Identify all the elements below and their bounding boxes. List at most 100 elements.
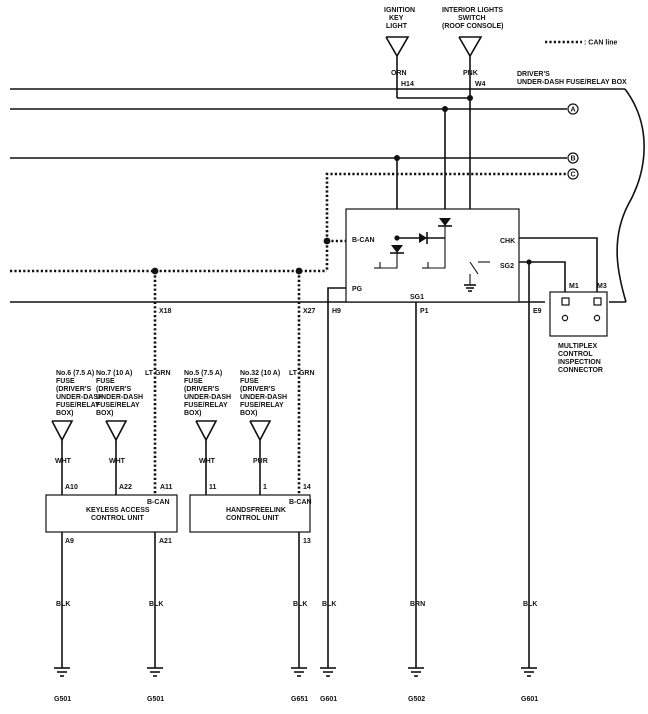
can-module-junction <box>323 237 331 245</box>
fuse-no5: No.5 (7.5 A) FUSE (DRIVER'S UNDER-DASH F… <box>184 370 231 495</box>
fuse-no32-pin: 1 <box>263 484 267 491</box>
interior-label-line3: (ROOF CONSOLE) <box>442 23 503 30</box>
x27-pin-label: X27 <box>303 308 316 315</box>
ground-label: G651 <box>291 696 308 703</box>
fuse-no5-pin: 11 <box>209 484 217 491</box>
mpx-terminal-m1 <box>561 314 569 322</box>
connector-a <box>567 103 579 115</box>
fuse-no7-line4: UNDER-DASH <box>96 394 143 401</box>
inspection-connector-wiring: M1 M3 MULTIPLEX CONTROL INSPECTION CONNE… <box>519 237 608 374</box>
fuse-no7-wire-color: WHT <box>109 458 126 465</box>
ignition-label-line1: IGNITION <box>384 7 415 14</box>
fuse-no7-line2: FUSE <box>96 378 115 385</box>
ground-label: G601 <box>521 696 538 703</box>
interior-switch-blade <box>469 261 479 275</box>
fuse-no6-line3: (DRIVER'S <box>56 386 91 393</box>
ground-wire-color: BLK <box>322 601 336 608</box>
fuse-box-right-edge <box>616 88 645 303</box>
fuse-no6: No.6 (7.5 A) FUSE (DRIVER'S UNDER-DASH F… <box>51 370 103 495</box>
keyless-ground-pin1: A9 <box>65 538 74 545</box>
can-keyless-wire-color: LT GRN <box>145 370 171 377</box>
fuse-no7-pin: A22 <box>119 484 132 491</box>
chk-wire <box>519 237 598 316</box>
pg-ground-wire <box>327 287 346 668</box>
fuse-no32-line3: (DRIVER'S <box>240 386 275 393</box>
mpx-label-line2: CONTROL <box>558 351 593 358</box>
ground-g501-b: BLK G501 <box>147 532 164 703</box>
fuse-no7: No.7 (10 A) FUSE (DRIVER'S UNDER-DASH FU… <box>96 370 143 495</box>
fuse-no6-line5: FUSE/RELAY <box>56 402 100 409</box>
fuse-no5-wire-color: WHT <box>199 458 216 465</box>
ground-wire-color: BRN <box>410 601 425 608</box>
connector-b-label: B <box>571 156 576 163</box>
diode-tie-icon <box>419 233 427 243</box>
fuse-no7-line6: BOX) <box>96 410 114 417</box>
fuse-no5-line4: UNDER-DASH <box>184 394 231 401</box>
can-trunk: X18 X27 LT GRN LT GRN <box>10 237 346 495</box>
chk-pin-label: CHK <box>500 238 515 245</box>
h9-pin-label: H9 <box>332 308 341 315</box>
handsfree-ground-pin: 13 <box>303 538 311 545</box>
fuse-no32-antenna-icon <box>249 420 272 442</box>
connector-c <box>567 168 579 180</box>
handsfree-can-pin: 14 <box>303 484 311 491</box>
fuse-no7-line5: FUSE/RELAY <box>96 402 140 409</box>
e9-pin-label: E9 <box>533 308 542 315</box>
ground-label: G601 <box>320 696 337 703</box>
fuse-no7-line1: No.7 (10 A) <box>96 370 132 377</box>
ignition-pin: H14 <box>401 81 414 88</box>
mpx-pin-m1 <box>561 297 570 306</box>
module-ground-leads: H9 P1 E9 <box>327 262 542 668</box>
diode-a-icon <box>439 218 451 226</box>
keyless-unit-subtitle: CONTROL UNIT <box>91 515 144 522</box>
sg1-pin-label: SG1 <box>410 294 424 301</box>
pg-pin-label: PG <box>352 286 363 293</box>
fuse-no7-line3: (DRIVER'S <box>96 386 131 393</box>
fuse-no7-antenna-icon <box>105 420 128 442</box>
ground-g502: BRN G502 <box>408 601 425 703</box>
fuse-no6-antenna-icon <box>51 420 74 442</box>
ground-g651: BLK G651 <box>291 532 308 703</box>
interior-label-line2: SWITCH <box>458 15 486 22</box>
ground-g501-a: BLK G501 <box>54 532 71 703</box>
fuse-no32-line1: No.32 (10 A) <box>240 370 280 377</box>
fuse-no6-pin: A10 <box>65 484 78 491</box>
ground-wire-color: BLK <box>149 601 163 608</box>
ignition-label-line2: KEY <box>389 15 404 22</box>
bus-b-junction <box>394 155 400 161</box>
fuse-no32-wire-color: PUR <box>253 458 268 465</box>
can-line-c <box>325 172 567 241</box>
ignition-label-line3: LIGHT <box>386 23 408 30</box>
interior-label-line1: INTERIOR LIGHTS <box>442 7 503 14</box>
fuse-box-label-line1: DRIVER'S <box>517 71 550 78</box>
fuse-no32: No.32 (10 A) FUSE (DRIVER'S UNDER-DASH F… <box>240 370 287 495</box>
mpx-pin-m3 <box>593 297 602 306</box>
keyless-unit-box <box>45 494 178 533</box>
fuse-no6-line4: UNDER-DASH <box>56 394 103 401</box>
mpx-m3-label: M3 <box>597 283 607 290</box>
fuse-no5-line5: FUSE/RELAY <box>184 402 228 409</box>
mpx-label-line1: MULTIPLEX <box>558 343 597 350</box>
interior-wire-color: PNK <box>463 70 478 77</box>
ground-g601-a: BLK G601 <box>320 601 337 703</box>
internal-bus-lines: A B C <box>10 103 579 241</box>
fuse-box-label-line2: UNDER-DASH FUSE/RELAY BOX <box>517 79 627 86</box>
fuse-no32-line2: FUSE <box>240 378 259 385</box>
fuse-no5-line6: BOX) <box>184 410 202 417</box>
fuse-no6-line2: FUSE <box>56 378 75 385</box>
interior-lights-switch-source: INTERIOR LIGHTS SWITCH (ROOF CONSOLE) PN… <box>442 7 503 98</box>
control-module-box: B-CAN CHK SG2 PG SG1 <box>345 208 520 303</box>
x18-pin-label: X18 <box>159 308 172 315</box>
mpx-terminal-m3 <box>593 314 601 322</box>
connector-b <box>567 152 579 164</box>
fuse-no5-line2: FUSE <box>184 378 203 385</box>
keyless-ground-pin2: A21 <box>159 538 172 545</box>
bus-a-junction <box>442 106 448 112</box>
sg2-pin-label: SG2 <box>500 263 514 270</box>
keyless-unit-title: KEYLESS ACCESS <box>86 507 150 514</box>
interior-antenna-symbol <box>458 36 483 58</box>
handsfree-can-label: B-CAN <box>289 499 312 506</box>
fuse-no5-line3: (DRIVER'S <box>184 386 219 393</box>
fuse-no6-line1: No.6 (7.5 A) <box>56 370 94 377</box>
connector-a-label: A <box>571 107 576 114</box>
